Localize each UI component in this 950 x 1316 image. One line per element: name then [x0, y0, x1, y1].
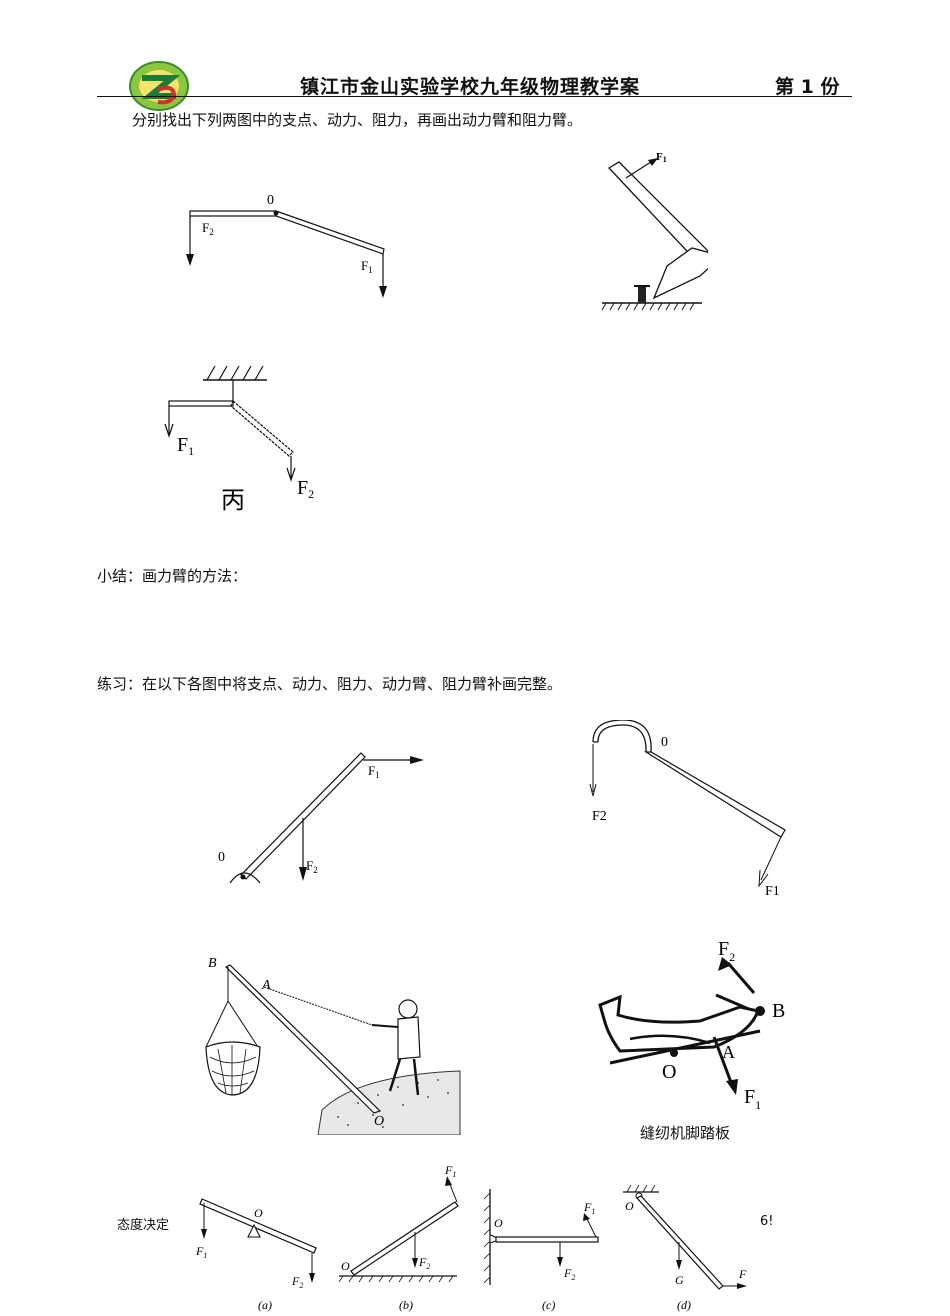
fulcrum-label: 0: [218, 850, 225, 865]
f2-label: F: [202, 220, 209, 235]
f1-label: F: [744, 1086, 755, 1108]
figure-inclined-rod: 0 F1 F2: [218, 752, 424, 884]
f1-label: F1: [765, 884, 780, 899]
caption: (d): [677, 1298, 691, 1312]
figure-row-d: O G F (d): [623, 1184, 747, 1312]
figure-hanging-lever: F1 F2 丙: [164, 365, 314, 514]
practice-instruction: 练习：在以下各图中将支点、动力、阻力、动力臂、阻力臂补画完整。: [97, 675, 563, 693]
f1-subscript: 1: [203, 1251, 207, 1260]
caption: (a): [258, 1298, 272, 1312]
svg-text:F1: F1: [444, 1163, 456, 1179]
fulcrum-label: O: [254, 1206, 263, 1220]
svg-text:F1: F1: [361, 258, 373, 275]
f2-label: F: [291, 1274, 300, 1288]
f1-subscript: 1: [368, 265, 373, 275]
figure-bent-lever: 0 F2 F1: [186, 193, 387, 298]
figure-claw-hammer: F1: [601, 151, 708, 311]
fulcrum-label: O: [625, 1199, 634, 1213]
figure-row-c: O F1 F2 (c): [483, 1189, 599, 1312]
f2-subscript: 2: [313, 865, 318, 875]
point-a-label: A: [722, 1042, 735, 1062]
header-title: 镇江市金山实验学校九年级物理教学案: [300, 76, 641, 98]
caption: (c): [542, 1298, 555, 1312]
summary-heading: 小结：画力臂的方法：: [97, 567, 248, 585]
f1-label: F: [195, 1244, 204, 1258]
school-logo: [128, 60, 190, 112]
f2-subscript: 2: [299, 1281, 303, 1290]
f1-subscript: 1: [755, 1098, 761, 1110]
f1-label: F: [177, 434, 188, 456]
footer-right-text: 6!: [760, 1214, 774, 1229]
fulcrum-label: O: [494, 1216, 503, 1230]
f2-subscript: 2: [426, 1262, 430, 1271]
svg-text:F2: F2: [718, 938, 735, 964]
f2-subscript: 2: [308, 487, 314, 501]
svg-text:F2: F2: [202, 220, 214, 237]
fulcrum-label: O: [341, 1259, 350, 1273]
fulcrum-label: 0: [661, 735, 668, 750]
header-page-number: 第 1 份: [775, 76, 840, 98]
g-label: G: [675, 1273, 684, 1287]
f1-subscript: 1: [591, 1207, 595, 1216]
f2-subscript: 2: [729, 950, 735, 964]
f1-subscript: 1: [188, 444, 194, 458]
f2-label: F: [297, 477, 308, 499]
f1-label: F: [583, 1200, 592, 1214]
svg-text:F1: F1: [656, 151, 667, 164]
svg-text:F1: F1: [195, 1244, 207, 1260]
figure-caption: 丙: [221, 488, 245, 514]
point-b-label: B: [772, 1000, 785, 1022]
f2-label: F: [563, 1266, 572, 1280]
f2-subscript: 2: [571, 1273, 575, 1282]
f2-label: F: [718, 938, 729, 960]
svg-text:F1: F1: [368, 763, 380, 780]
point-a-label: A: [261, 978, 271, 993]
f2-label: F: [306, 858, 313, 873]
f2-subscript: 2: [209, 227, 214, 237]
figure-sewing-pedal: F2 B A O F1: [598, 938, 785, 1110]
svg-text:F2: F2: [291, 1274, 303, 1290]
footer-left-text: 态度决定: [117, 1218, 170, 1233]
svg-text:F1: F1: [177, 434, 194, 458]
svg-text:F2: F2: [418, 1255, 430, 1271]
svg-text:F2: F2: [563, 1266, 575, 1282]
pedal-caption: 缝纫机脚踏板: [640, 1124, 731, 1142]
task-instruction: 分别找出下列两图中的支点、动力、阻力，再画出动力臂和阻力臂。: [132, 111, 583, 129]
f1-subscript: 1: [452, 1170, 456, 1179]
figure-man-pulling-pole: B A O: [205, 956, 461, 1135]
f1-subscript: 1: [663, 155, 667, 164]
f2-label: F: [418, 1255, 427, 1269]
header-rule: [97, 96, 852, 97]
fulcrum-label: O: [374, 1114, 384, 1129]
f-label: F: [738, 1267, 747, 1281]
figure-row-a: O F1 F2 (a): [195, 1198, 317, 1312]
fulcrum-label: O: [662, 1061, 676, 1083]
svg-text:F1: F1: [744, 1086, 761, 1110]
svg-text:F2: F2: [297, 477, 314, 501]
caption: (b): [399, 1298, 413, 1312]
fulcrum-label: 0: [267, 193, 274, 208]
point-b-label: B: [208, 956, 217, 971]
f1-label: F: [656, 151, 663, 163]
svg-text:F1: F1: [583, 1200, 595, 1216]
f2-label: F2: [592, 809, 607, 824]
figure-row-b: O F1 F2 (b): [338, 1163, 459, 1312]
svg-text:F2: F2: [306, 858, 318, 875]
f1-label: F: [361, 258, 368, 273]
f1-subscript: 1: [375, 770, 380, 780]
f1-label: F: [444, 1163, 453, 1177]
figure-hook-lever: 0 F2 F1: [589, 720, 786, 899]
f1-label: F: [368, 763, 375, 778]
